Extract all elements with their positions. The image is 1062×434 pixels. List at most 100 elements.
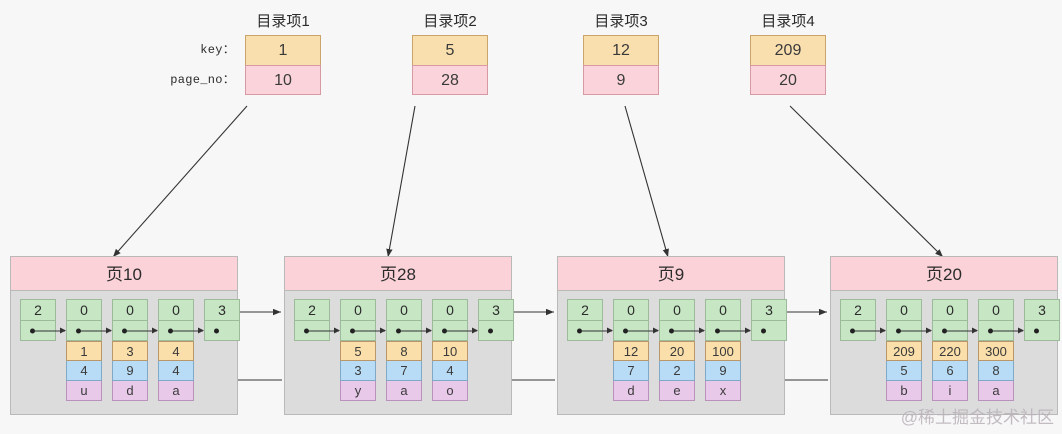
directory-entry-page-no-value: 20 (750, 65, 826, 95)
directory-entry-key-value: 1 (245, 35, 321, 65)
record-purple-value: a (978, 381, 1014, 401)
directory-entry-title: 目录项2 (423, 13, 477, 30)
record-purple-value: d (112, 381, 148, 401)
slot-pointer-cell (20, 320, 66, 341)
slot-pointer-cell (112, 320, 158, 341)
record-blue-value: 8 (978, 361, 1014, 381)
pointer-dot-icon (577, 328, 582, 333)
page-slot: 3 (204, 299, 240, 341)
slot-link-arrow-icon (35, 327, 66, 333)
pointer-dot-icon (30, 328, 35, 333)
pointer-dot-icon (761, 328, 766, 333)
pointer-dot-icon (214, 328, 219, 333)
record-purple-value: a (386, 381, 422, 401)
slot-pointer-cell (886, 320, 932, 341)
slot-link-arrow-icon (309, 327, 340, 333)
record-blue-value: 4 (432, 361, 468, 381)
slot-pointer-cell (751, 320, 787, 341)
record-key: 209 (886, 341, 922, 361)
slot-link-arrow-icon (720, 327, 751, 333)
pointer-dot-icon (896, 328, 901, 333)
pointer-dot-icon (942, 328, 947, 333)
slot-number: 0 (978, 299, 1014, 320)
slot-number: 0 (386, 299, 422, 320)
slot-number: 0 (340, 299, 376, 320)
slot-pointer-cell (204, 320, 240, 341)
slot-link-arrow-icon (81, 327, 112, 333)
directory-entry-page-no-value: 28 (412, 65, 488, 95)
record-purple-value: x (705, 381, 741, 401)
data-page-title: 页28 (284, 256, 512, 291)
data-page-title: 页10 (10, 256, 238, 291)
pointer-dot-icon (168, 328, 173, 333)
slot-pointer-cell (158, 320, 204, 341)
pointer-dot-icon (76, 328, 81, 333)
slot-number: 2 (567, 299, 603, 320)
page-slot: 2 (294, 299, 340, 341)
record-blue-value: 6 (932, 361, 968, 381)
slot-pointer-cell (432, 320, 478, 341)
pointer-dot-icon (350, 328, 355, 333)
record-purple-value: y (340, 381, 376, 401)
record-blue-value: 2 (659, 361, 695, 381)
record-key: 4 (158, 341, 194, 361)
slot-link-arrow-icon (901, 327, 932, 333)
slot-number: 3 (204, 299, 240, 320)
watermark: @稀土掘金技术社区 (900, 408, 1054, 427)
pointer-dot-icon (850, 328, 855, 333)
pointer-dot-icon (396, 328, 401, 333)
record-purple-value: d (613, 381, 649, 401)
record-key: 220 (932, 341, 968, 361)
directory-entry-page-no-value: 10 (245, 65, 321, 95)
record-blue-value: 9 (705, 361, 741, 381)
pointer-dot-icon (488, 328, 493, 333)
page-slot: 2 (20, 299, 66, 341)
slot-link-arrow-icon (173, 327, 204, 333)
slot-number: 0 (432, 299, 468, 320)
slot-pointer-cell (932, 320, 978, 341)
pointer-arrow-entry2 (386, 105, 416, 258)
record-blue-value: 3 (340, 361, 376, 381)
slot-number: 2 (840, 299, 876, 320)
record-blue-value: 4 (158, 361, 194, 381)
slot-pointer-cell (340, 320, 386, 341)
page-slot: 3 (478, 299, 514, 341)
slot-pointer-cell (978, 320, 1024, 341)
page-slot: 3 (1024, 299, 1060, 341)
slot-pointer-cell (478, 320, 514, 341)
slot-pointer-cell (66, 320, 112, 341)
slot-link-arrow-icon (947, 327, 978, 333)
record-blue-value: 9 (112, 361, 148, 381)
pointer-arrow-entry1 (112, 105, 248, 258)
slot-link-arrow-icon (674, 327, 705, 333)
pointer-dot-icon (988, 328, 993, 333)
slot-link-arrow-icon (355, 327, 386, 333)
record-key: 8 (386, 341, 422, 361)
data-page-title: 页9 (557, 256, 785, 291)
slot-pointer-cell (659, 320, 705, 341)
record-key: 12 (613, 341, 649, 361)
slot-number: 0 (932, 299, 968, 320)
slot-number: 0 (66, 299, 102, 320)
record-key: 3 (112, 341, 148, 361)
page-slot: 2 (567, 299, 613, 341)
page-slot: 2 (840, 299, 886, 341)
slot-pointer-cell (294, 320, 340, 341)
record-key: 5 (340, 341, 376, 361)
